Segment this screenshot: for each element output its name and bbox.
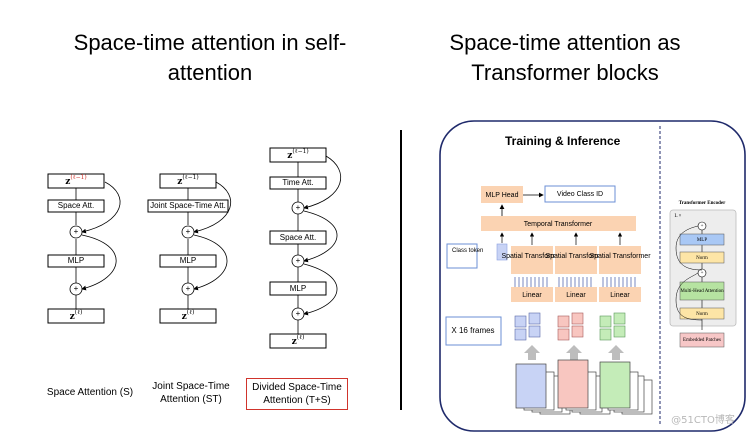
frame-stack-green <box>599 361 653 415</box>
svg-text:Spatial Transformer: Spatial Transformer <box>501 253 563 260</box>
divided-mlp-label: MLP <box>290 284 306 293</box>
embedded-patches-label: Embedded Patches <box>683 338 721 343</box>
temporal-transformer-box <box>481 216 636 231</box>
svg-text:+: + <box>74 227 79 236</box>
class-token-vector <box>496 243 508 261</box>
class-token-box <box>446 243 478 269</box>
encoder-norm-box <box>679 251 725 264</box>
divided-add-1 <box>291 201 305 215</box>
joint-mlp-label: MLP <box>180 256 196 265</box>
patch-grid-blue <box>514 312 541 341</box>
caption-divided-attention: Divided Space-Time Attention (T+S) <box>246 378 348 410</box>
svg-text:Spatial Transformer: Spatial Transformer <box>545 253 607 260</box>
spatial-transformer-1: Spatial Transformer <box>501 232 563 274</box>
svg-text:Spatial Transformer: Spatial Transformer <box>589 253 651 260</box>
training-heading: Training & Inference <box>505 134 621 148</box>
encoder-mlp-label: MLP <box>697 238 708 243</box>
svg-text:+: + <box>186 227 191 236</box>
space-add-2 <box>69 282 83 296</box>
transformer-encoder: Transformer Encoder L × + MLP Norm + Mul… <box>669 201 737 348</box>
joint-add-1 <box>181 225 195 239</box>
svg-text:+: + <box>296 203 301 212</box>
encoder-norm2-label: Norm <box>696 312 708 317</box>
divided-space-att-label: Space Att. <box>280 233 316 242</box>
encoder-lx: L × <box>675 214 682 219</box>
joint-mlp-box <box>159 254 217 268</box>
mlp-head-box <box>481 186 523 203</box>
divided-mlp-box <box>269 281 327 296</box>
svg-text:+: + <box>701 271 704 276</box>
joint-add-2 <box>181 282 195 296</box>
linear-label-3: Linear <box>610 292 630 299</box>
diagram-space-attention: z(ℓ−1) Space Att. + MLP + z(ℓ) <box>47 173 121 324</box>
joint-output-label: z(ℓ) <box>182 309 195 322</box>
space-output-box <box>47 308 105 324</box>
divided-time-att-label: Time Att. <box>282 178 313 187</box>
joint-input-label: z(ℓ−1) <box>177 174 199 187</box>
svg-text:+: + <box>296 309 301 318</box>
watermark: @51CTO博客 <box>671 413 735 426</box>
patch-grid-red <box>557 312 584 341</box>
divided-add-3 <box>291 307 305 321</box>
diagram-divided-attention: z(ℓ−1) Time Att. + Space Att. + MLP + z(… <box>269 147 342 349</box>
encoder-mha-box <box>679 281 725 301</box>
joint-att-label: Joint Space-Time Att. <box>150 201 226 210</box>
joint-input-box <box>159 173 217 189</box>
video-class-label: Video Class ID <box>557 191 603 198</box>
joint-output-box <box>159 308 217 324</box>
spatial-transformer-2: Spatial Transformer <box>545 232 607 274</box>
svg-text:+: + <box>701 224 704 229</box>
divided-add-2 <box>291 254 305 268</box>
encoder-title: Transformer Encoder <box>679 201 726 206</box>
up-arrow-1 <box>524 345 540 360</box>
space-input-label: z(ℓ−1) <box>65 174 87 187</box>
space-input-box <box>47 173 105 189</box>
space-mlp-label: MLP <box>68 256 84 265</box>
divided-input-label: z(ℓ−1) <box>287 148 309 161</box>
encoder-mha-label: Multi-Head Attention <box>680 289 724 294</box>
linear-box-2 <box>555 287 597 302</box>
mlp-head-label: MLP Head <box>486 192 519 199</box>
spatial-transformer-3: Spatial Transformer <box>589 232 651 274</box>
divided-output-label: z(ℓ) <box>292 334 305 347</box>
divided-space-att-box <box>269 230 327 245</box>
joint-att-box <box>147 199 229 213</box>
frames-count-box <box>445 316 502 346</box>
linear-label-2: Linear <box>566 292 586 299</box>
diagram-joint-attention: z(ℓ−1) Joint Space-Time Att. + MLP + z(ℓ… <box>147 173 232 324</box>
space-mlp-box <box>47 254 105 268</box>
svg-text:+: + <box>296 256 301 265</box>
embedded-patches-box <box>679 332 725 348</box>
temporal-transformer-label: Temporal Transformer <box>524 221 593 228</box>
frame-stack-red <box>557 359 611 415</box>
encoder-mlp-box <box>679 233 725 246</box>
svg-text:+: + <box>186 284 191 293</box>
caption-joint-attention: Joint Space-Time Attention (ST) <box>152 381 230 405</box>
up-arrow-2 <box>566 345 582 360</box>
token-arrows <box>514 277 636 287</box>
patch-grid-green <box>599 312 626 341</box>
linear-box-3 <box>599 287 641 302</box>
divided-input-box <box>269 147 327 163</box>
space-att-label: Space Att. <box>58 201 94 210</box>
title-right: Space-time attention as Transformer bloc… <box>449 30 681 85</box>
vivit-panel: Training & Inference MLP Head Video Clas… <box>439 120 746 432</box>
space-att-box <box>47 199 105 213</box>
divided-time-att-box <box>269 176 327 190</box>
space-add-1 <box>69 225 83 239</box>
video-class-box <box>544 185 616 203</box>
encoder-norm-label: Norm <box>696 256 708 261</box>
linear-label-1: Linear <box>522 292 542 299</box>
caption-space-attention: Space Attention (S) <box>46 387 134 398</box>
space-output-label: z(ℓ) <box>70 309 83 322</box>
linear-box-1 <box>511 287 553 302</box>
frames-count-label: X 16 frames <box>451 326 494 335</box>
class-token-label: Class token <box>452 248 483 254</box>
title-left: Space-time attention in self-attention <box>73 30 347 85</box>
divided-output-box <box>269 333 327 349</box>
svg-text:+: + <box>74 284 79 293</box>
up-arrow-3 <box>608 345 624 360</box>
